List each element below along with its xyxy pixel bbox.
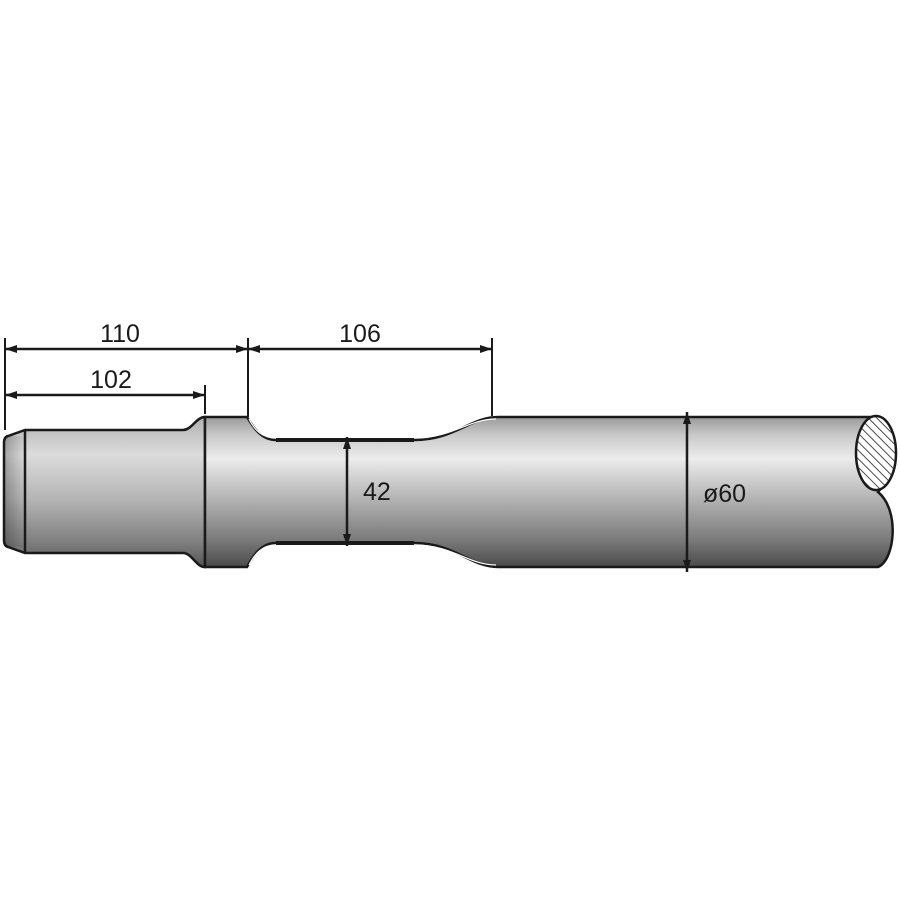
- groove-fillet-left-bottom: [248, 544, 277, 566]
- groove-fillet-left-top: [248, 418, 277, 439]
- dimension-label-102: 102: [90, 366, 132, 394]
- dimension-102: 102: [5, 366, 206, 414]
- shank-section: [2, 415, 207, 569]
- section-hatch: [854, 414, 898, 492]
- dimension-diameter-60: ø60: [683, 412, 746, 572]
- dimension-label-110: 110: [100, 320, 140, 348]
- dimension-42: 42: [343, 437, 391, 546]
- dimension-110: 110: [4, 320, 249, 430]
- chisel-body: [2, 414, 898, 569]
- dimension-106: 106: [248, 320, 493, 416]
- dimension-label-42: 42: [363, 478, 391, 506]
- groove-taper-right-top: [413, 418, 497, 439]
- dimension-label-106: 106: [339, 320, 381, 348]
- shank-chamfer-shade: [5, 436, 25, 547]
- dimension-label-diameter-60: ø60: [703, 480, 746, 508]
- groove-taper-right-bottom: [413, 544, 497, 566]
